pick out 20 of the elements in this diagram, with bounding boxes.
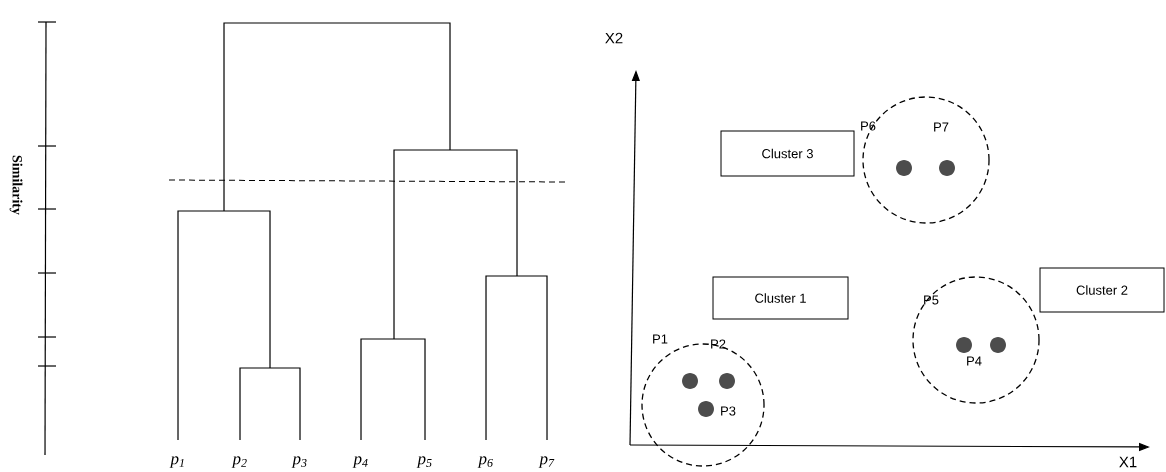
axis-title: Similarity	[9, 155, 23, 215]
point-label: P3	[721, 406, 736, 416]
leaf-label: p$_{2}$	[231, 456, 247, 468]
leaf-label: p$_{7}$	[538, 456, 555, 468]
leaf-label: p$_{3}$	[291, 456, 307, 468]
leaf-label: p$_{6}$	[477, 456, 493, 468]
point-label: P1	[653, 334, 668, 344]
axis-label: X2	[605, 32, 623, 44]
cluster-box: Cluster 3	[720, 130, 855, 177]
leaf-label: p$_{4}$	[352, 456, 368, 468]
cluster-box: Cluster 1	[712, 276, 849, 320]
point-label: P5	[924, 295, 939, 305]
point-label: P7	[934, 122, 949, 132]
point-label: P4	[967, 356, 982, 366]
axis-label: X1	[1119, 456, 1137, 468]
cluster-box: Cluster 2	[1039, 267, 1165, 313]
point-label: P2	[711, 339, 726, 349]
leaf-label: p$_{1}$	[169, 456, 184, 468]
leaf-label: p$_{5}$	[416, 456, 432, 468]
point-label: P6	[861, 121, 876, 131]
